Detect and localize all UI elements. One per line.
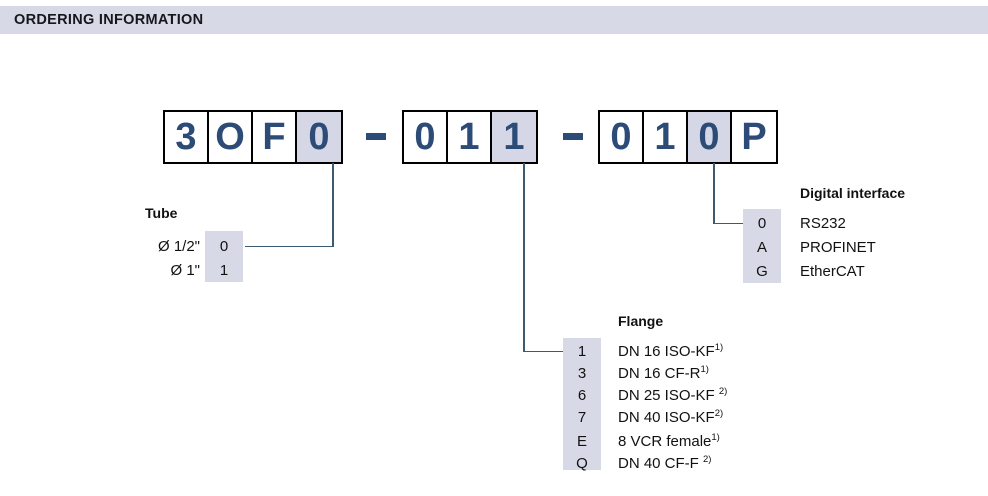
order-code-group-2: 0 1 1 (402, 110, 538, 164)
flange-code-strip (563, 338, 601, 470)
section-header-bar: ORDERING INFORMATION (0, 6, 988, 34)
tube-option-label: Ø 1" (170, 262, 200, 279)
flange-code-value: 6 (577, 387, 587, 404)
digital-interface-heading: Digital interface (800, 185, 906, 201)
digital-interface-code-value: A (756, 239, 767, 256)
flange-code-value: Q (576, 455, 588, 472)
flange-option-text: DN 16 CF-R (618, 365, 701, 382)
order-code-cell: P (732, 112, 776, 162)
order-code-cell: O (209, 112, 253, 162)
digital-interface-code-strip (743, 209, 781, 283)
leader-line-flange-vertical (523, 163, 525, 351)
flange-option-text: 8 VCR female (618, 433, 712, 450)
page-title: ORDERING INFORMATION (14, 12, 204, 28)
leader-line-flange-horizontal (523, 350, 565, 353)
order-code-cell: 0 (404, 112, 448, 162)
footnote-marker: 1) (714, 342, 724, 353)
digital-interface-code-value: 0 (757, 215, 767, 232)
digital-interface-option-label: RS232 (800, 215, 846, 232)
footnote-marker: 1) (711, 432, 720, 443)
digital-interface-option-label: PROFINET (800, 239, 876, 256)
tube-code-value: 0 (219, 238, 229, 255)
flange-option-text: DN 40 ISO-KF (618, 409, 715, 426)
flange-option-label: DN 40 CF-F 2) (618, 454, 712, 472)
flange-heading: Flange (618, 313, 664, 329)
order-code-cell-highlighted-flange: 1 (492, 112, 536, 162)
order-code-cell: 0 (600, 112, 644, 162)
footnote-marker: 2) (703, 454, 712, 465)
flange-code-value: 7 (577, 409, 587, 426)
order-code-cell: 1 (448, 112, 492, 162)
flange-option-text: DN 16 ISO-KF (618, 343, 715, 360)
flange-code-value: E (576, 433, 587, 450)
flange-option-label: DN 16 CF-R1) (618, 364, 709, 382)
flange-option-label: 8 VCR female1) (618, 432, 720, 450)
order-code-cell: F (253, 112, 297, 162)
order-code-cell: 3 (165, 112, 209, 162)
flange-option-label: DN 40 ISO-KF2) (618, 408, 724, 426)
order-code-group-3: 0 1 0 P (598, 110, 778, 164)
flange-option-label: DN 16 ISO-KF1) (618, 342, 724, 360)
footnote-marker: 2) (714, 408, 724, 419)
tube-option-label: Ø 1/2" (157, 238, 200, 255)
leader-line-digital-interface-vertical (713, 163, 715, 223)
flange-option-text: DN 25 ISO-KF (618, 387, 715, 404)
flange-option-text: DN 40 CF-F (618, 455, 699, 472)
leader-line-digital-interface-horizontal (713, 222, 743, 225)
flange-code-value: 1 (577, 343, 587, 360)
flange-option-label: DN 25 ISO-KF 2) (618, 386, 728, 404)
footnote-marker: 2) (718, 386, 728, 397)
code-separator-dash (366, 133, 386, 140)
leader-line-tube-horizontal (245, 245, 333, 248)
digital-interface-option-label: EtherCAT (800, 263, 865, 280)
order-code-cell-highlighted-tube: 0 (297, 112, 341, 162)
tube-code-value: 1 (219, 262, 229, 279)
footnote-marker: 1) (700, 364, 709, 375)
order-code-group-1: 3 O F 0 (163, 110, 343, 164)
tube-heading: Tube (145, 205, 178, 221)
flange-code-value: 3 (577, 365, 587, 382)
tube-code-strip (205, 231, 243, 282)
code-separator-dash (563, 133, 583, 140)
digital-interface-code-value: G (756, 263, 768, 280)
leader-line-tube-vertical (332, 163, 334, 247)
order-code-cell-highlighted-digital-interface: 0 (688, 112, 732, 162)
order-code-cell: 1 (644, 112, 688, 162)
